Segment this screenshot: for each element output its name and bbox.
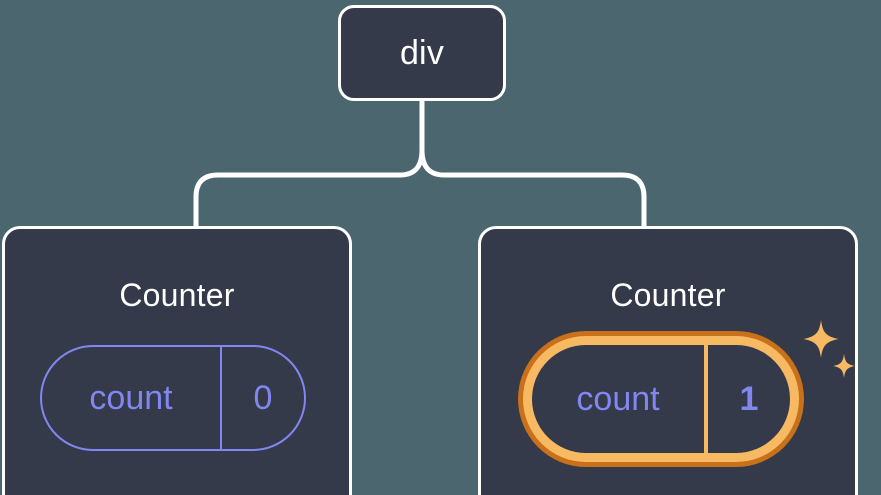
state-pill-right-wrapper: count 1 xyxy=(518,331,804,467)
state-value-right: 1 xyxy=(704,345,790,453)
state-value-left: 0 xyxy=(220,347,304,449)
node-root-div[interactable]: div xyxy=(338,5,506,101)
state-pill-right-inner-ring: count 1 xyxy=(523,336,799,462)
state-pill-left[interactable]: count 0 xyxy=(40,345,306,451)
state-pill-left-wrapper: count 0 xyxy=(40,345,306,451)
state-pill-right[interactable]: count 1 xyxy=(532,345,790,453)
state-pill-right-highlight-ring: count 1 xyxy=(518,331,804,467)
counter-left-title: Counter xyxy=(119,277,235,313)
state-key-left: count xyxy=(89,378,173,417)
connector-branch-right xyxy=(419,147,647,231)
root-node-label: div xyxy=(399,34,445,72)
connector-branch-left xyxy=(193,147,425,231)
counter-right-title: Counter xyxy=(610,277,726,313)
state-key-right: count xyxy=(576,379,660,418)
